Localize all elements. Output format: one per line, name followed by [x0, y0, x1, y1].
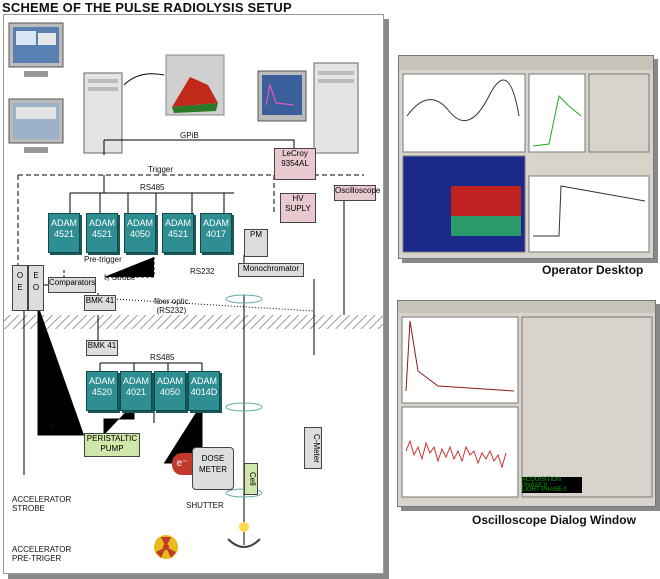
adam-bottom-2: ADAM 4021: [120, 371, 152, 411]
c-meter-box: C-Meter: [304, 427, 322, 469]
adam-top-5: ADAM 4017: [200, 213, 232, 253]
comparators-box: Comparators: [48, 277, 96, 293]
radiation-icon: [154, 535, 178, 559]
accelerator-strobe-label: ACCELERATOR STROBE: [12, 495, 72, 513]
dose-meter-box: DOSE METER: [192, 447, 234, 490]
monochromator-box: Monochromator: [238, 263, 304, 277]
rs232-label: RS232: [190, 267, 215, 276]
monitor-right: [257, 70, 307, 122]
scheme-panel: ADAM 4521 ADAM 4521 ADAM 4050 ADAM 4521 …: [3, 14, 384, 574]
pc-tower-left: [83, 72, 123, 154]
operator-desktop-view: [399, 56, 653, 253]
eo-box: E O: [28, 265, 44, 311]
monitor-left-top: [8, 22, 64, 68]
rs485-top-label: RS485: [140, 183, 165, 192]
light-phase-label: LIGHT PHASE: [522, 487, 562, 493]
bmk-bottom-box: BMK 41: [86, 340, 118, 356]
electron-beam: e⁻: [172, 453, 192, 475]
pm-label: PM: [250, 230, 262, 239]
adam-bottom-1: ADAM 4520: [86, 371, 118, 411]
operator-desktop-shot: [398, 55, 654, 259]
rs485-bottom-label: RS485: [150, 353, 175, 362]
oscilloscope-dialog-shot: ACQUISITION PHASE 0 LIGHT PHASE 0: [397, 300, 656, 507]
monitor-left-bottom: [8, 98, 64, 144]
pc-tower-right: [313, 62, 359, 154]
oscilloscope-caption: Oscilloscope Dialog Window: [472, 513, 636, 527]
adam-bottom-3: ADAM 4050: [154, 371, 186, 411]
acquisition-phase: ACQUISITION PHASE 0: [522, 477, 582, 489]
shield-wall: [4, 315, 383, 329]
shutter-label: SHUTTER: [186, 501, 224, 510]
pm-box: PM: [244, 229, 268, 257]
accelerator-pretrigger-label: ACCELERATOR PRE-TRIGER: [12, 545, 72, 563]
lecroy-box: LeCroy 9354AL: [274, 148, 316, 180]
pretrigger-label: Pre-trigger: [84, 255, 122, 264]
peristaltic-pump-box: PERISTALTIC PUMP: [84, 433, 140, 457]
light-phase: LIGHT PHASE 0: [522, 487, 582, 493]
acquisition-phase-label: ACQUISITION PHASE: [522, 477, 562, 489]
adam-top-1: ADAM 4521: [48, 213, 80, 253]
oscilloscope-dialog-view: [398, 301, 655, 498]
adam-top-3: ADAM 4050: [124, 213, 156, 253]
fiber-optic-label: fiber optic (RS232): [154, 297, 189, 315]
cell-box: Cell: [244, 463, 258, 495]
strobe-label: I₀ Strobe: [104, 273, 136, 282]
light-phase-value: 0: [563, 487, 567, 493]
bmk-top-box: BMK 41: [84, 295, 116, 311]
adam-top-2: ADAM 4521: [86, 213, 118, 253]
oscilloscope-box: Oscilloscope: [334, 185, 380, 201]
page-title: SCHEME OF THE PULSE RADIOLYSIS SETUP: [2, 0, 292, 15]
operator-desktop-caption: Operator Desktop: [542, 263, 644, 277]
adam-bottom-4: ADAM 4014D: [188, 371, 220, 411]
oe-box: O E: [12, 265, 28, 311]
plot-3d-icon: [165, 54, 225, 116]
gpib-label: GPiB: [180, 131, 199, 140]
hv-supply-box: HV SUPLY: [280, 193, 316, 223]
trigger-label: Trigger: [148, 165, 174, 174]
scheme-wiring: [4, 22, 383, 559]
lx-label: LX: [44, 421, 54, 430]
adam-top-4: ADAM 4521: [162, 213, 194, 253]
acquisition-phase-value: 0: [544, 483, 548, 489]
